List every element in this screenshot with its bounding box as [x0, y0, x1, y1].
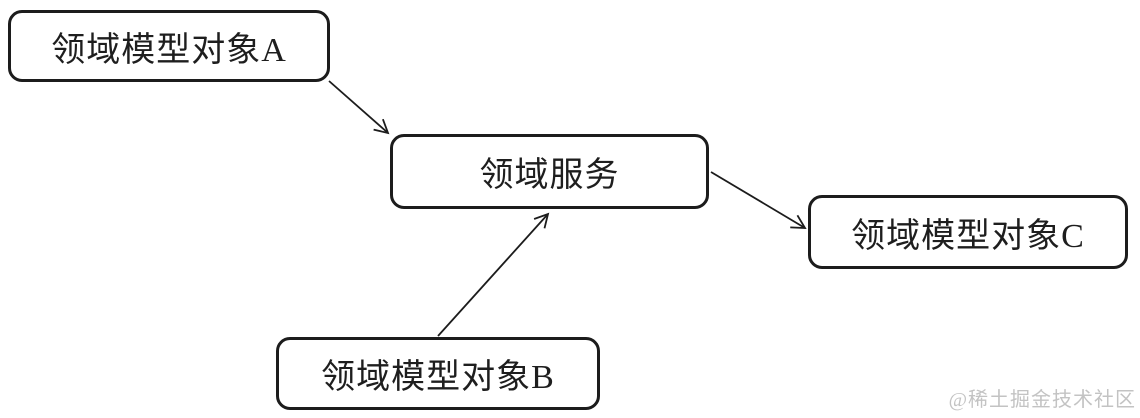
- node-label: 领域模型对象A: [51, 31, 287, 69]
- watermark: @稀土掘金技术社区: [948, 389, 1136, 411]
- node-domain-model-object-b: 领域模型对象B: [276, 337, 600, 410]
- node-domain-model-object-c: 领域模型对象C: [808, 195, 1128, 269]
- edge-service-to-c: [710, 171, 807, 229]
- node-domain-model-object-a: 领域模型对象A: [8, 10, 330, 82]
- edge-b-to-service: [437, 212, 550, 337]
- node-domain-service: 领域服务: [390, 134, 709, 209]
- node-label: 领域服务: [479, 157, 620, 194]
- node-label: 领域模型对象B: [321, 359, 555, 396]
- edge-a-to-service: [328, 80, 390, 135]
- node-label: 领域模型对象C: [851, 217, 1085, 255]
